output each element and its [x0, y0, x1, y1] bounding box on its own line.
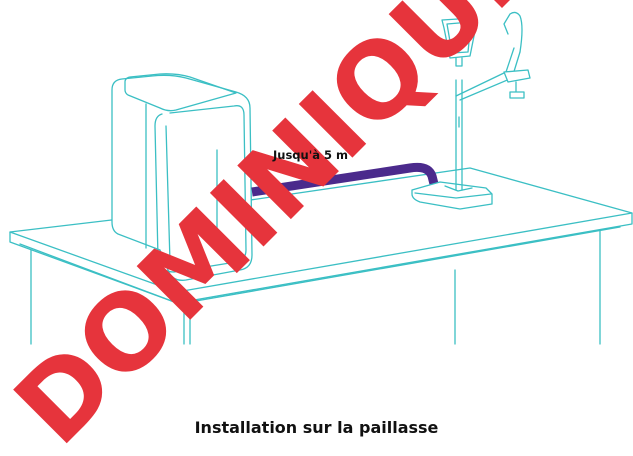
stand-base [411, 181, 493, 210]
dispenser-stand [411, 11, 531, 210]
distance-label: Jusqu'à 5 m [272, 148, 348, 162]
dispenser-screen [446, 21, 472, 54]
stand-column [455, 79, 463, 191]
unit-front-panel [154, 105, 247, 273]
purification-unit [111, 73, 253, 281]
connection-hose [251, 162, 439, 197]
stand-clamp [503, 69, 531, 83]
unit-lid [124, 73, 237, 112]
diagram-caption: Installation sur la paillasse [195, 418, 439, 437]
